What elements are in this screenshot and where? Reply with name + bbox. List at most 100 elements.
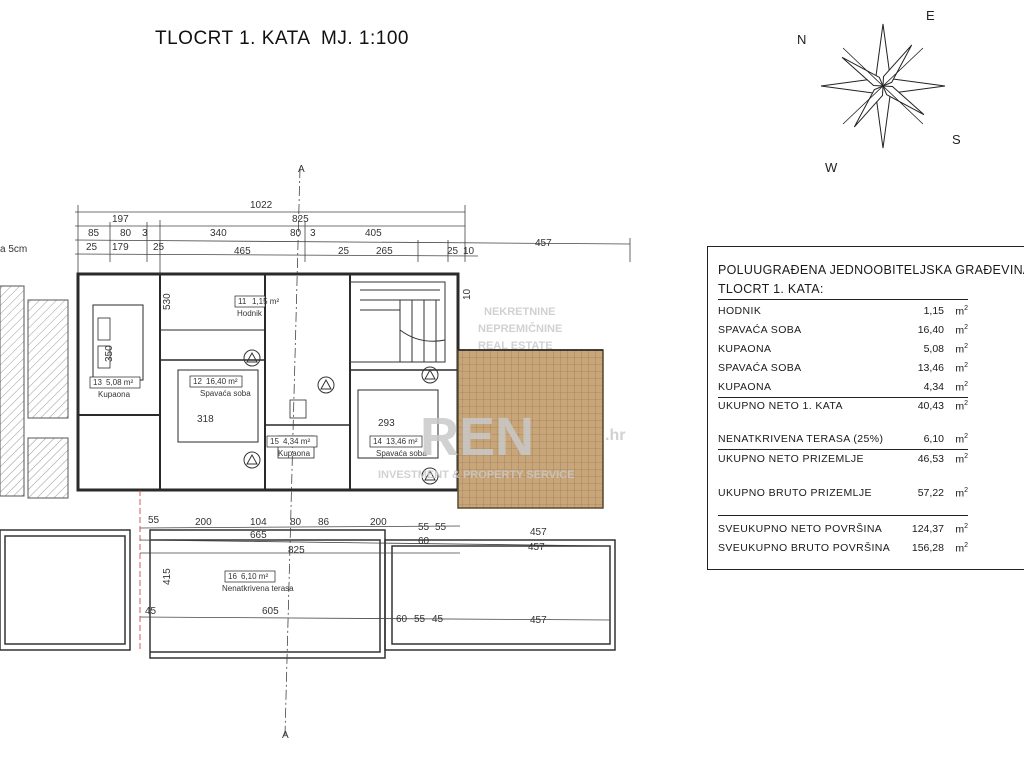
room-11-area: 1,15 m²	[252, 297, 279, 306]
dim-55-b4: 55	[414, 614, 426, 625]
terrace-tiles	[457, 349, 604, 509]
dim-3b: 3	[310, 228, 316, 239]
watermark-tagline: INVESTMENT & PROPERTY SERVICE	[378, 469, 574, 481]
dim-318: 318	[197, 414, 214, 425]
area-row-ground-gross: UKUPNO BRUTO PRIZEMLJE 57,22 m2	[718, 487, 968, 500]
dim-825-bottom: 825	[288, 545, 305, 556]
room-12-name: Spavaća soba	[200, 389, 251, 398]
room-13-name: Kupaona	[98, 390, 131, 399]
room-16-name: Nenatkrivena terasa	[222, 584, 294, 593]
watermark-brand: REN	[420, 407, 534, 467]
section-marker-top: A	[298, 164, 305, 175]
watermark-line2: NEPREMIČNINE	[478, 322, 562, 335]
drawing-title: TLOCRT 1. KATA MJ. 1:100	[155, 28, 409, 49]
dim-55-bl: 55	[148, 515, 160, 526]
bottom-dimension-chains	[139, 525, 611, 621]
dim-60b: 60	[396, 614, 408, 625]
area-row-ground-net: UKUPNO NETO PRIZEMLJE 46,53 m2	[718, 453, 968, 466]
dim-179: 179	[112, 242, 129, 253]
area-table: POLUUGRAĐENA JEDNOOBITELJSKA GRAĐEVINA T…	[707, 246, 1024, 570]
dim-45-b4: 45	[432, 614, 444, 625]
dim-457-low: 457	[530, 615, 547, 626]
room-14-name: Spavaća soba	[376, 449, 427, 458]
room-13-area: 5,08 m²	[106, 378, 133, 387]
area-row-kupaona-2: KUPAONA 4,34 m2	[718, 381, 968, 394]
dim-457-top: 457	[535, 238, 552, 249]
dim-80b: 80	[290, 228, 302, 239]
dim-200-br: 200	[370, 517, 387, 528]
dim-457-mid: 457	[530, 527, 547, 538]
neighbour-wall-hatch	[0, 285, 25, 497]
room-tags: 11 1,15 m² Hodnik 12 16,40 m² Spavaća so…	[89, 295, 427, 593]
room-15-name: Kupaona	[278, 449, 311, 458]
dim-605: 605	[262, 606, 279, 617]
neighbour-block-hatch	[27, 299, 69, 419]
dim-86: 86	[318, 517, 330, 528]
dim-104: 104	[250, 517, 267, 528]
area-row-spavaca-2: SPAVAĆA SOBA 13,46 m2	[718, 362, 968, 375]
area-row-grand-net: SVEUKUPNO NETO POVRŠINA 124,37 m2	[718, 523, 968, 536]
staircase	[349, 281, 446, 363]
dim-10-v: 10	[462, 288, 473, 300]
room-13-num: 13	[93, 378, 102, 387]
dim-415: 415	[162, 568, 173, 585]
dim-45-b: 45	[145, 606, 157, 617]
room-12-num: 12	[193, 377, 202, 386]
dim-530: 530	[162, 293, 173, 310]
divider	[718, 299, 968, 300]
dim-10: 10	[463, 246, 475, 257]
area-row-total-1: UKUPNO NETO 1. KATA 40,43 m2	[718, 400, 968, 413]
room-15-num: 15	[270, 437, 279, 446]
dim-55-br1: 55	[418, 522, 430, 533]
room-11-name: Hodnik	[237, 309, 263, 318]
dim-1022: 1022	[250, 200, 273, 211]
top-dimension-chains	[74, 205, 631, 290]
dim-25a: 25	[86, 242, 98, 253]
compass-e-label: E	[926, 8, 935, 23]
lower-floor-outline	[0, 490, 616, 659]
area-table-heading: POLUUGRAĐENA JEDNOOBITELJSKA GRAĐEVINA	[718, 263, 1024, 277]
dim-465: 465	[234, 246, 251, 257]
dim-825: 825	[292, 214, 309, 225]
dim-405: 405	[365, 228, 382, 239]
divider	[718, 449, 968, 450]
area-row-grand-gross: SVEUKUPNO BRUTO POVRŠINA 156,28 m2	[718, 542, 968, 555]
compass-w-label: W	[825, 160, 838, 175]
compass-n-label: N	[797, 32, 806, 47]
ceiling-light-icons	[243, 349, 439, 485]
dim-85: 85	[88, 228, 100, 239]
watermark-line1: NEKRETNINE	[484, 306, 556, 318]
area-row-spavaca-1: SPAVAĆA SOBA 16,40 m2	[718, 324, 968, 337]
compass-s-label: S	[952, 132, 961, 147]
divider	[718, 397, 968, 398]
room-15-area: 4,34 m²	[283, 437, 310, 446]
dim-457-b2: 457	[528, 542, 545, 553]
section-line-a	[284, 167, 301, 736]
watermark-line3: REAL ESTATE	[478, 340, 553, 352]
area-row-terrace: NENATKRIVENA TERASA (25%) 6,10 m2	[718, 433, 968, 446]
room-14-area: 13,46 m²	[386, 437, 418, 446]
dim-25b: 25	[153, 242, 165, 253]
dim-265: 265	[376, 246, 393, 257]
dim-665: 665	[250, 530, 267, 541]
room-14-num: 14	[373, 437, 382, 446]
dim-293: 293	[378, 418, 395, 429]
section-marker-bottom: A	[282, 730, 289, 741]
dim-80c: 80	[290, 517, 302, 528]
room-16-area: 6,10 m²	[241, 572, 268, 581]
divider	[718, 515, 968, 516]
north-arrow-icon	[820, 23, 946, 149]
dim-350: 350	[104, 345, 115, 362]
dim-55-br2: 55	[435, 522, 447, 533]
dim-80a: 80	[120, 228, 132, 239]
dim-3a: 3	[142, 228, 148, 239]
dim-197: 197	[112, 214, 129, 225]
dim-25c: 25	[338, 246, 350, 257]
dim-60a: 60	[418, 536, 430, 547]
watermark-brand-suffix: .hr	[605, 427, 625, 444]
left-note: a 5cm	[0, 244, 27, 255]
area-table-subheading: TLOCRT 1. KATA:	[718, 282, 824, 296]
room-12-area: 16,40 m²	[206, 377, 238, 386]
